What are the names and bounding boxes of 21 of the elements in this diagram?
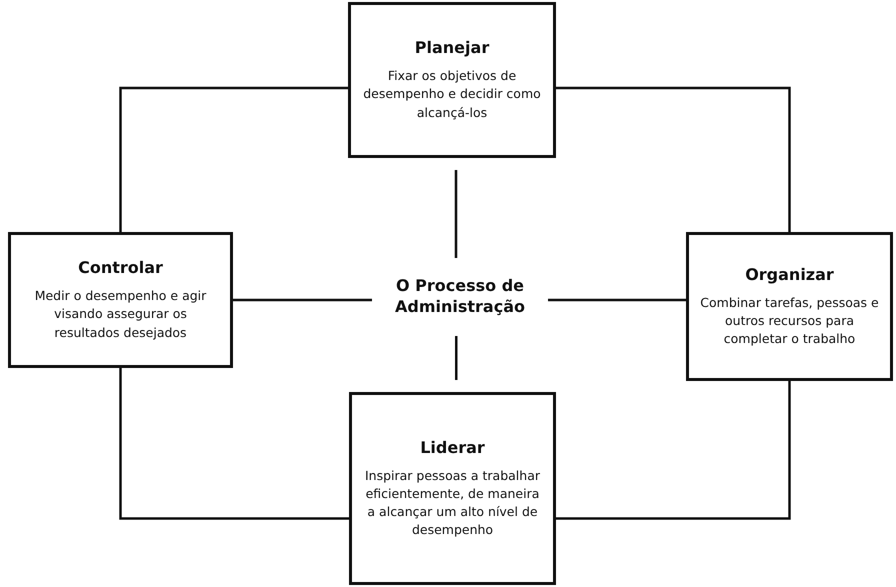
heading: Planejar (414, 38, 490, 58)
connector-line (119, 86, 348, 232)
description: Medir o desempenho e agir visando assegurar os resultados desejados (34, 287, 208, 342)
process-box (686, 232, 893, 381)
connector-line (556, 381, 791, 520)
connector-line (454, 170, 458, 258)
process-box (348, 2, 556, 158)
description: Combinar tarefas, pessoas e outros recursos para completar o trabalho (699, 294, 880, 348)
description: Inspirar pessoas a trabalhar eficientemente, de maneira a alcançar um alto nível de desempenho (364, 466, 541, 540)
connector-line (556, 86, 791, 232)
heading: Liderar (420, 438, 485, 457)
connector-line (233, 298, 372, 302)
description: Fixar os objetivos de desempenho e decidir como alcançá-los (362, 67, 542, 122)
connector-line (455, 336, 458, 380)
process-box (8, 232, 233, 368)
heading: O Processo de Administração (394, 276, 526, 318)
heading: Organizar (745, 264, 834, 284)
connector-line (119, 368, 349, 520)
process-box (349, 392, 556, 585)
connector-line (548, 298, 686, 302)
heading: Controlar (78, 258, 163, 278)
